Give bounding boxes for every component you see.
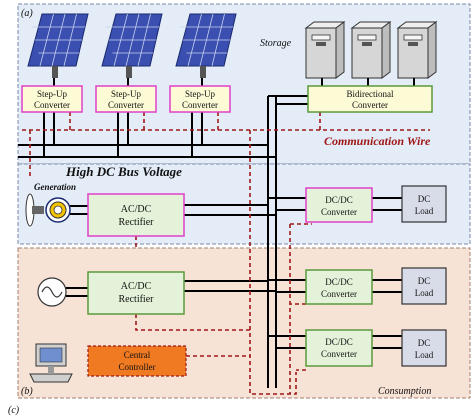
dc-load-3-line1: DC (418, 338, 431, 348)
step-up-converter-2: Step-Up Converter (95, 85, 157, 113)
pv-panel-icon (27, 13, 89, 78)
step-up-converter-2-line2: Converter (108, 100, 144, 110)
wind-turbine-icon (25, 193, 71, 227)
rectifier-top-line2: Rectifier (119, 217, 155, 228)
bidirectional-converter: Bidirectional Converter (307, 85, 433, 113)
dc-dc-converter-2: DC/DC Converter (305, 269, 373, 305)
consumption-label: Consumption (378, 386, 431, 397)
region-a-background (17, 3, 471, 165)
high-dc-bus-label: High DC Bus Voltage (65, 164, 182, 179)
dc-load-3-line2: Load (415, 350, 434, 360)
rectifier-top-line1: AC/DC (121, 204, 152, 215)
step-up-converter-3-line2: Converter (182, 100, 218, 110)
dc-load-2: DC Load (401, 267, 447, 305)
ac-source-icon (37, 277, 67, 307)
ac-dc-rectifier-top: AC/DC Rectifier (87, 193, 185, 237)
dcdc-2-line1: DC/DC (325, 277, 353, 287)
pv-panel-icon (101, 13, 163, 78)
storage-label: Storage (260, 38, 292, 49)
central-controller-line2: Controller (119, 362, 156, 372)
rectifier-bottom-line2: Rectifier (119, 294, 155, 305)
region-a-label: (a) (21, 8, 33, 19)
rectifier-bottom-line1: AC/DC (121, 281, 152, 292)
dc-load-1-line1: DC (418, 194, 431, 204)
battery-icon (350, 21, 392, 79)
step-up-converter-3: Step-Up Converter (169, 85, 231, 113)
dc-load-1-line2: Load (415, 206, 434, 216)
dcdc-3-line2: Converter (321, 349, 357, 359)
step-up-converter-2-line1: Step-Up (111, 89, 141, 99)
battery-icon (396, 21, 438, 79)
communication-wire (22, 112, 430, 395)
dc-dc-converter-1: DC/DC Converter (305, 187, 373, 223)
dcdc-3-line1: DC/DC (325, 337, 353, 347)
region-b-label: (b) (21, 386, 33, 397)
dcdc-1-line2: Converter (321, 207, 357, 217)
dc-load-3: DC Load (401, 329, 447, 367)
central-controller-line1: Central (124, 350, 151, 360)
dc-dc-converter-3: DC/DC Converter (305, 329, 373, 367)
step-up-converter-1-line2: Converter (34, 100, 70, 110)
communication-wire-label: Communication Wire (324, 134, 431, 148)
central-controller: Central Controller (87, 345, 187, 377)
step-up-converter-3-line1: Step-Up (185, 89, 215, 99)
computer-icon (29, 343, 73, 383)
bidirectional-converter-line2: Converter (352, 100, 388, 110)
dcdc-2-line2: Converter (321, 289, 357, 299)
dc-load-1: DC Load (401, 185, 447, 223)
generation-label: Generation (34, 182, 76, 192)
dc-load-2-line1: DC (418, 276, 431, 286)
dc-load-2-line2: Load (415, 288, 434, 298)
region-c-label: (c) (8, 405, 20, 416)
battery-icon (304, 21, 346, 79)
bidirectional-converter-line1: Bidirectional (347, 89, 394, 99)
power-wiring (18, 78, 415, 388)
dcdc-1-line1: DC/DC (325, 195, 353, 205)
step-up-converter-1-line1: Step-Up (37, 89, 67, 99)
ac-dc-rectifier-bottom: AC/DC Rectifier (87, 271, 185, 315)
step-up-converter-1: Step-Up Converter (21, 85, 83, 113)
pv-panel-icon (175, 13, 237, 78)
